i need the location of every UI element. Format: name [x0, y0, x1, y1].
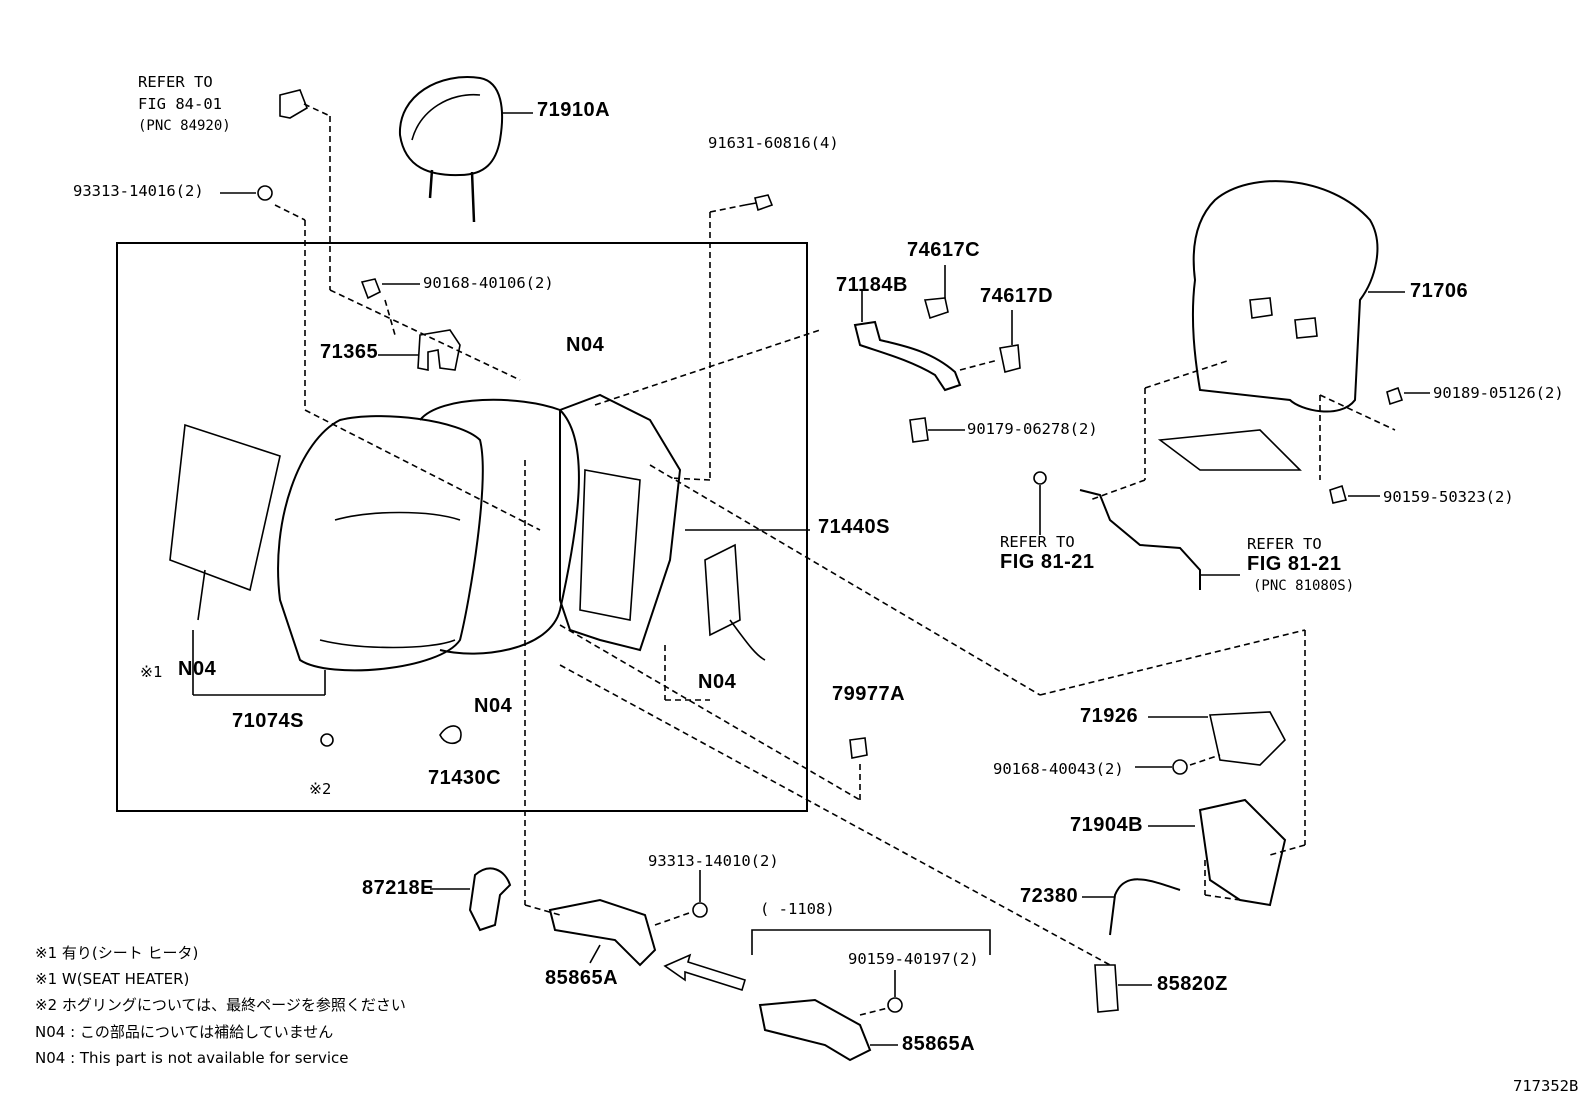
fastener-90168-40106[interactable]: 90168-40106(2)	[423, 274, 554, 292]
fastener-93313-14010[interactable]: 93313-14010(2)	[648, 852, 779, 870]
cover-74617C	[923, 297, 949, 320]
refer-to-label-3: REFER TO	[1247, 535, 1322, 553]
fastener-90159-40197[interactable]: 90159-40197(2)	[848, 950, 979, 968]
seatback-cover	[419, 398, 580, 655]
refer-pnc-label-3: (PNC 81080S)	[1253, 578, 1355, 594]
back-board-71706	[1191, 180, 1379, 413]
duct-85865A-2	[758, 998, 872, 1062]
airbag-module	[704, 543, 741, 637]
bolt-91631-60816	[744, 194, 774, 212]
n04-label-top: N04	[566, 334, 605, 356]
refer-fig-label-3: FIG 81-21	[1247, 553, 1342, 575]
headrest-drawing	[398, 76, 504, 223]
date-range-label: ( -1108)	[760, 900, 835, 918]
part-87218E[interactable]: 87218E	[362, 877, 434, 899]
part-71904B[interactable]: 71904B	[1070, 814, 1144, 836]
mark-1: ※1	[140, 663, 163, 681]
refer-pnc-label: (PNC 84920)	[138, 118, 231, 134]
fastener-90179-06278[interactable]: 90179-06278(2)	[967, 420, 1098, 438]
frame-71440S	[559, 393, 682, 652]
fastener-90189-05126[interactable]: 90189-05126(2)	[1433, 384, 1564, 402]
duct-87218E	[468, 867, 512, 932]
n04-label-mid: N04	[474, 695, 513, 717]
bracket-71365	[417, 329, 461, 371]
direction-arrow	[663, 953, 746, 992]
seatback-pad-71074S	[277, 415, 484, 672]
part-85865A-2[interactable]: 85865A	[902, 1033, 976, 1055]
cable-72380	[1109, 878, 1181, 936]
seat-heater-pad	[169, 423, 281, 592]
note-1: ※1 有り(シート ヒータ)	[35, 944, 199, 962]
part-71184B[interactable]: 71184B	[836, 274, 908, 296]
ref-clip-drawing	[279, 89, 308, 119]
part-71430C[interactable]: 71430C	[428, 767, 502, 789]
seatback-assembly-box	[116, 242, 808, 812]
part-72380[interactable]: 72380	[1020, 885, 1079, 907]
part-85865A-1[interactable]: 85865A	[545, 967, 619, 989]
fastener-93313-14016[interactable]: 93313-14016(2)	[73, 182, 204, 200]
bolt-90168-40106	[360, 278, 382, 300]
fastener-91631-60816[interactable]: 91631-60816(4)	[708, 134, 839, 152]
part-85820Z[interactable]: 85820Z	[1157, 973, 1228, 995]
motor-85820Z	[1094, 964, 1119, 1013]
bracket-71926	[1209, 711, 1286, 766]
figure-id: 717352B	[1513, 1077, 1579, 1095]
part-71365[interactable]: 71365	[320, 341, 379, 363]
part-71440S[interactable]: 71440S	[818, 516, 890, 538]
note-3: ※2 ホグリングについては、最終ページを参照ください	[35, 996, 406, 1014]
clip-90179-06278	[909, 417, 929, 443]
part-79977A[interactable]: 79977A	[832, 683, 906, 705]
part-74617D[interactable]: 74617D	[980, 285, 1054, 307]
mark-2: ※2	[309, 780, 332, 798]
note-2: ※1 W(SEAT HEATER)	[35, 970, 190, 988]
note-5: N04 : This part is not available for ser…	[35, 1049, 349, 1067]
handle-71184B	[853, 320, 962, 392]
refer-to-label-2: REFER TO	[1000, 533, 1075, 551]
refer-to-label: REFER TO	[138, 73, 213, 91]
harness-ref	[1079, 489, 1201, 590]
part-71910A[interactable]: 71910A	[537, 99, 611, 121]
screw-93313-14016	[257, 185, 273, 201]
clip-79977A	[849, 737, 868, 759]
duct-85865A-1	[548, 898, 657, 967]
part-71706[interactable]: 71706	[1410, 280, 1469, 302]
part-71074S[interactable]: 71074S	[232, 710, 304, 732]
fastener-90159-50323[interactable]: 90159-50323(2)	[1383, 488, 1514, 506]
fastener-90168-40043[interactable]: 90168-40043(2)	[993, 760, 1124, 778]
bracket-71904B	[1198, 798, 1287, 907]
refer-fig-label: FIG 84-01	[138, 95, 222, 113]
n04-label-left: N04	[178, 658, 217, 680]
n04-label-right: N04	[698, 671, 737, 693]
refer-fig-label-2: FIG 81-21	[1000, 551, 1095, 573]
cover-74617D	[999, 344, 1021, 373]
note-4: N04 : この部品については補給していません	[35, 1023, 334, 1041]
part-71926[interactable]: 71926	[1080, 705, 1139, 727]
part-74617C[interactable]: 74617C	[907, 239, 981, 261]
